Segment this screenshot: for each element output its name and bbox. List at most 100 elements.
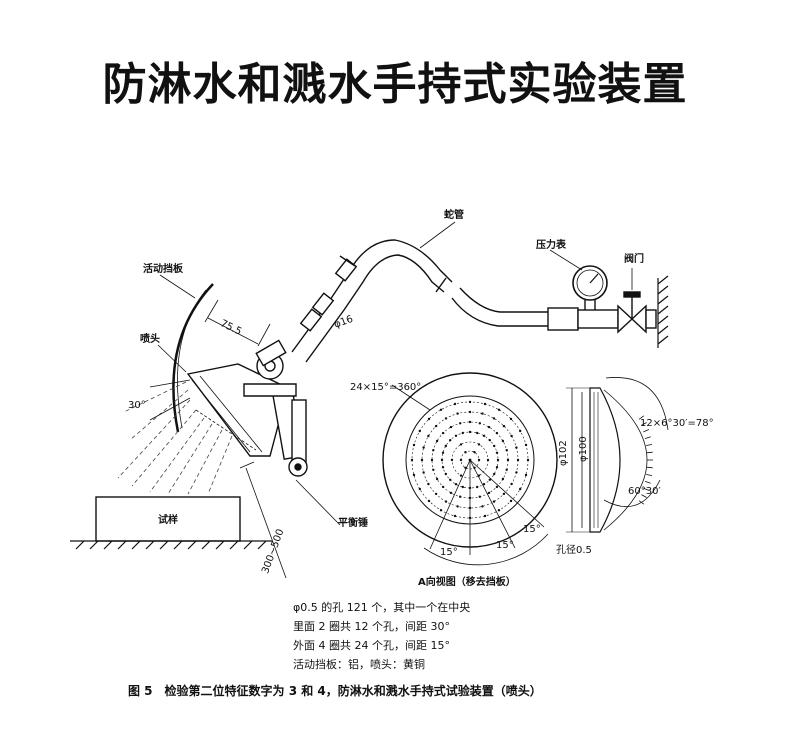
dim-75-5-label: 75.5 [218, 318, 243, 338]
angle-15-c-label: 15° [523, 524, 541, 535]
movable-shield [172, 283, 214, 433]
hole [515, 471, 518, 474]
hole [505, 468, 508, 471]
hole [488, 439, 491, 442]
hole [476, 485, 479, 489]
hole [464, 466, 467, 469]
ground [70, 540, 272, 550]
hole [495, 485, 499, 489]
hole [468, 496, 472, 500]
hole [454, 483, 458, 486]
shield-tick [641, 422, 647, 426]
hole [412, 473, 416, 477]
angle-30-marker [149, 379, 191, 421]
wall [657, 275, 669, 348]
hole [432, 468, 435, 471]
dim-300-500 [239, 461, 287, 579]
hole [482, 483, 486, 486]
hole [488, 478, 491, 481]
shield-tick [646, 444, 653, 446]
figure-caption: 图 5 检验第二位特征数字为 3 和 4，防淋水和溅水手持式试验装置（喷头） [128, 684, 542, 698]
hole [506, 458, 510, 462]
hole [516, 458, 520, 462]
shield-tick [638, 500, 645, 505]
hole [422, 471, 425, 474]
shield-angle-label: 12×6°30′=78° [640, 418, 714, 429]
hole [418, 429, 421, 433]
hole [492, 500, 496, 503]
hole [501, 477, 505, 481]
hole [427, 434, 430, 438]
hole [422, 446, 425, 449]
note-item: 外面 4 圈共 24 个孔，间距 15° [293, 639, 450, 652]
hole [509, 417, 513, 421]
hole [450, 458, 454, 462]
hole [482, 434, 486, 437]
hole [456, 505, 459, 508]
movable-shield-label: 活动挡板 [143, 262, 184, 275]
hole [468, 486, 472, 490]
hole [486, 458, 490, 462]
hole [510, 434, 513, 438]
hole [473, 451, 476, 454]
hole [495, 466, 499, 469]
shield-tick [643, 429, 650, 433]
hole [497, 408, 501, 411]
hole [461, 431, 464, 435]
supply-pipe [547, 291, 657, 334]
hole [449, 478, 452, 481]
dim-phi102-label: φ102 [558, 440, 569, 466]
hole [459, 458, 463, 462]
hole [456, 412, 459, 415]
leader-lines [157, 221, 633, 526]
hole [524, 443, 528, 447]
note-item: 活动挡板：铝，喷头：黄铜 [293, 658, 425, 671]
hole [519, 487, 522, 491]
hole [430, 458, 434, 462]
hole [483, 402, 487, 406]
hole [468, 420, 472, 424]
valve-label: 阀门 [624, 252, 644, 265]
hole [435, 439, 439, 443]
hole [412, 443, 416, 447]
note-item: 里面 2 圈共 12 个孔，间距 30° [293, 620, 450, 633]
hole [427, 482, 430, 486]
hole [478, 422, 481, 425]
hole [501, 439, 505, 443]
hole [495, 431, 499, 435]
hole [427, 417, 431, 421]
hole [481, 412, 484, 415]
hole [478, 495, 481, 498]
view-a-label: A向视图（移去挡板） [418, 575, 516, 588]
hole [468, 516, 472, 520]
shield-tick [638, 415, 645, 420]
hole [483, 514, 487, 518]
pressure-gauge-label: 压力表 [536, 238, 567, 251]
shield-tick [646, 466, 653, 469]
hole [468, 430, 472, 434]
hole [515, 446, 518, 449]
hole [459, 422, 462, 425]
hole [444, 500, 448, 503]
hole [434, 492, 438, 496]
hole [449, 491, 453, 495]
angle-15-a-label: 15° [440, 547, 458, 558]
hole-center [468, 458, 472, 462]
hole [459, 443, 463, 446]
nozzle-label: 喷头 [140, 332, 160, 345]
pressure-gauge [572, 265, 608, 301]
dim-phi100-label: φ100 [578, 436, 589, 462]
hole [459, 474, 463, 477]
nozzle-head [186, 339, 308, 477]
hole [459, 495, 462, 498]
hole [487, 491, 491, 495]
hole [420, 458, 424, 462]
hole [434, 424, 438, 428]
hole [449, 425, 453, 429]
hole [441, 485, 445, 489]
hole [418, 487, 421, 491]
hole [519, 429, 522, 433]
hole [453, 514, 457, 518]
hole [497, 509, 501, 512]
